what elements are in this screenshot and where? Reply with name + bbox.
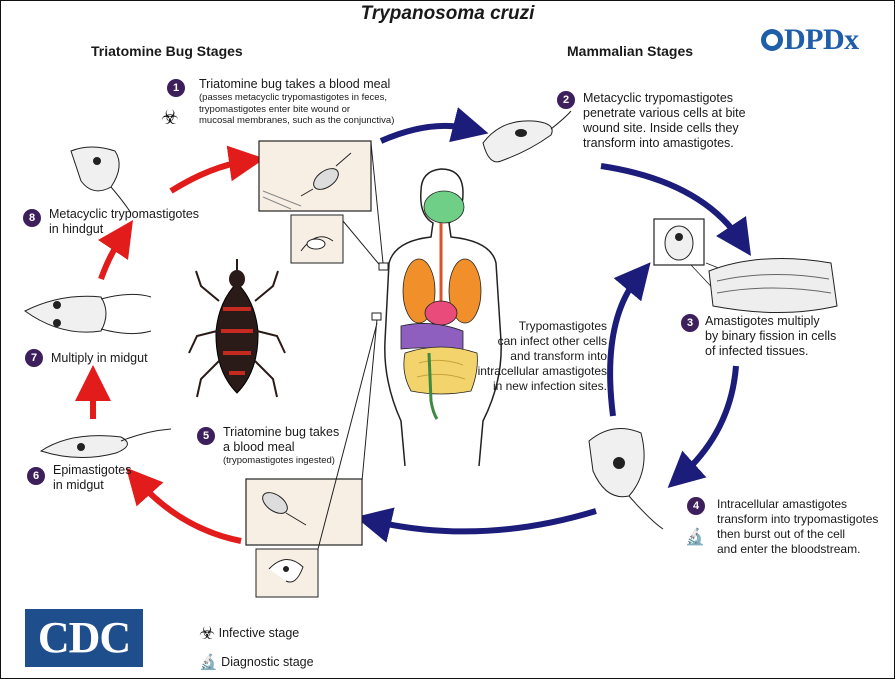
arrow-3-to-4 <box>681 366 736 476</box>
step-4-line-1: Intracellular amastigotes <box>717 497 895 512</box>
legend-diagnostic-label: Diagnostic stage <box>221 655 313 669</box>
bug-bite-panel-1 <box>259 141 371 263</box>
diagram-title: Trypanosoma cruzi <box>1 3 894 25</box>
infected-cell-stage-3 <box>654 219 837 313</box>
step-1-badge: 1 <box>167 79 185 97</box>
step-5-line-2: a blood meal <box>223 440 413 455</box>
legend-diagnostic: 🔬 Diagnostic stage <box>199 653 314 671</box>
step-5-badge: 5 <box>197 427 215 445</box>
dpdx-wordmark: DPDx <box>784 23 859 56</box>
step-7-badge: 7 <box>25 349 43 367</box>
step-8-line-2: in hindgut <box>49 222 239 237</box>
reinfection-note-line-5: in new infection sites. <box>467 379 607 394</box>
step-3-line-3: of infected tissues. <box>705 344 895 359</box>
step-4-line-2: transform into trypomastigotes <box>717 512 895 527</box>
cdc-logo: CDC <box>25 609 143 667</box>
step-6-line-1: Epimastigotes <box>53 463 173 478</box>
step-5-detail-1: (trypomastigotes ingested) <box>223 455 413 467</box>
reinfection-note-line-3: and transform into <box>467 349 607 364</box>
bug-bite-panel-5 <box>246 479 362 597</box>
step-2-line-1: Metacyclic trypomastigotes <box>583 91 803 106</box>
step-7-line-1: Multiply in midgut <box>51 351 211 366</box>
step-2-line-2: penetrate various cells at bite <box>583 106 803 121</box>
reinfection-note-line-2: can infect other cells <box>467 334 607 349</box>
step-4-line-4: and enter the bloodstream. <box>717 542 895 557</box>
arrow-4-to-5 <box>373 511 596 531</box>
step-6-line-2: in midgut <box>53 478 173 493</box>
triatomine-bug <box>189 259 285 397</box>
mammal-stages-header: Mammalian Stages <box>567 43 693 59</box>
legend-infective: ☣ Infective stage <box>199 623 299 644</box>
step-4-line-3: then burst out of the cell <box>717 527 895 542</box>
epimastigote-stage-6 <box>41 429 171 458</box>
human-figure <box>385 169 501 466</box>
dpdx-mark-icon <box>761 29 783 51</box>
step-4-badge: 4 <box>687 497 705 515</box>
step-1-detail-3: mucosal membranes, such as the conjuncti… <box>199 115 459 127</box>
arrow-8-to-1 <box>171 161 247 191</box>
step-1-detail-2: trypomastigotes enter bite wound or <box>199 104 459 116</box>
step-8-badge: 8 <box>23 209 41 227</box>
step-1-detail-1: (passes metacyclic trypomastigotes in fe… <box>199 92 459 104</box>
reinfection-note-line-1: Trypomastigotes <box>467 319 607 334</box>
step-3-badge: 3 <box>681 314 699 332</box>
step-1-text: Triatomine bug takes a blood meal <box>199 77 459 92</box>
trypomastigote-stage-2 <box>483 111 571 162</box>
arrow-reinfection <box>610 276 639 416</box>
step-2-line-3: wound site. Inside cells they <box>583 121 803 136</box>
arrow-7-to-8 <box>101 235 123 279</box>
metacyclic-trypomastigote-stage-8 <box>71 147 131 213</box>
reinfection-note-line-4: intracellular amastigotes <box>467 364 607 379</box>
dividing-epimastigotes-stage-7 <box>25 294 151 333</box>
dpdx-logo: DPDx <box>761 23 859 57</box>
step-2-badge: 2 <box>557 91 575 109</box>
biohazard-icon: ☣ <box>199 623 215 643</box>
step-3-line-2: by binary fission in cells <box>705 329 895 344</box>
microscope-icon: 🔬 <box>199 654 218 671</box>
arrow-1-to-2 <box>381 126 471 141</box>
step-5-line-1: Triatomine bug takes <box>223 425 413 440</box>
biohazard-icon: ☣ <box>161 105 179 130</box>
reinfection-note: Trypomastigotes can infect other cells a… <box>467 319 607 394</box>
microscope-icon: 🔬 <box>685 527 705 547</box>
legend-infective-label: Infective stage <box>219 626 300 640</box>
step-3-line-1: Amastigotes multiply <box>705 314 895 329</box>
bug-stages-header: Triatomine Bug Stages <box>91 43 243 59</box>
trypomastigote-stage-4 <box>589 429 663 530</box>
step-8-line-1: Metacyclic trypomastigotes <box>49 207 239 222</box>
step-6-badge: 6 <box>27 467 45 485</box>
step-2-line-4: transform into amastigotes. <box>583 136 803 151</box>
